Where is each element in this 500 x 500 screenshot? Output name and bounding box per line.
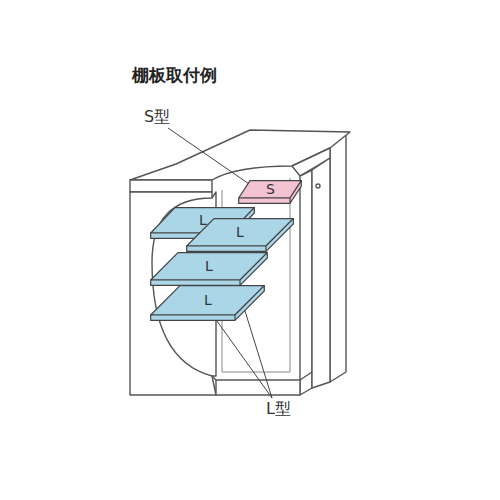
part-label: L型 [266, 400, 291, 418]
shelf-board: L [186, 218, 294, 252]
shelf-top [187, 219, 294, 246]
right-post-side [312, 158, 330, 388]
top-front [130, 180, 212, 192]
shelf-edge [151, 286, 265, 321]
shelf-board: L [150, 285, 265, 321]
right-panel [330, 132, 346, 382]
shelf-board: L [150, 252, 268, 286]
right-post [300, 170, 312, 395]
part-label: S型 [144, 108, 170, 126]
shelf-edge [151, 253, 268, 286]
shelf-board: S [238, 180, 302, 204]
bottom-rail [216, 380, 300, 395]
shelf-letter: L [205, 259, 213, 273]
hinge [316, 184, 320, 188]
shelf-letter: L [199, 213, 207, 227]
bottom-rail-edge [212, 372, 312, 380]
shelf-letter: L [236, 225, 244, 239]
leader-line [168, 128, 252, 186]
figure-title: 棚板取付例 [132, 66, 217, 85]
shelf-edge [239, 181, 302, 204]
leader-line [212, 314, 272, 398]
shelf-top [151, 286, 265, 315]
shelf-letter: L [204, 293, 212, 307]
shelf-edge [187, 219, 294, 252]
shelf-letter: S [266, 182, 275, 196]
